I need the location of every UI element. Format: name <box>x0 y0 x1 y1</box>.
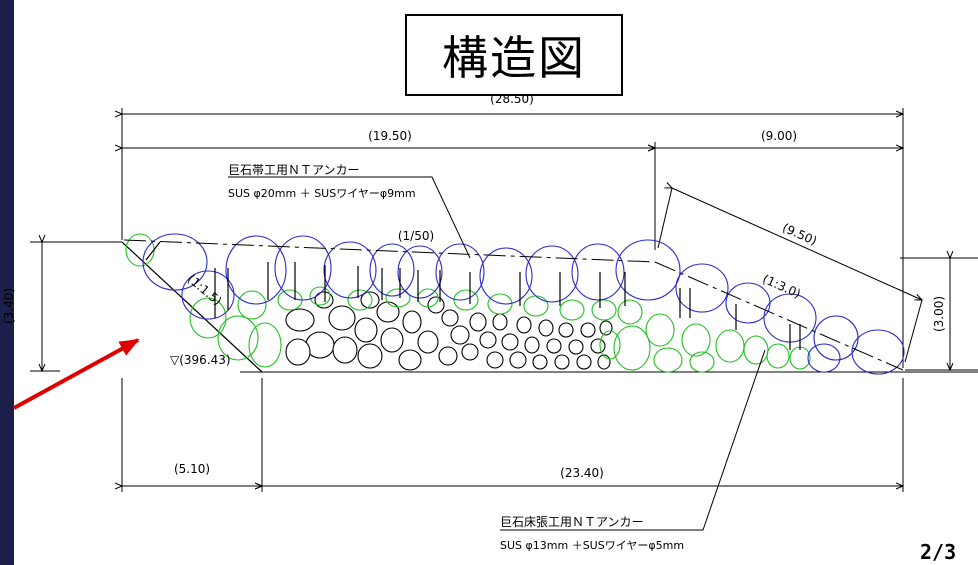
title-box: 構造図 <box>405 14 623 96</box>
back-slope-label: (1:3.0) <box>760 272 802 301</box>
upper-callout-line2: SUS φ20mm ＋ SUSワイヤーφ9mm <box>228 187 416 200</box>
slope-line <box>654 261 904 371</box>
elevation-label: ▽(396.43) <box>170 353 231 367</box>
middle-stones <box>125 233 811 373</box>
page-number: 2/3 <box>920 540 957 564</box>
dim-left-span: (19.50) <box>368 129 412 143</box>
dim-right-span: (9.00) <box>761 129 797 143</box>
lower-callout-line2: SUS φ13mm ＋SUSワイヤーφ5mm <box>500 539 684 552</box>
dim-right-height: (3.00) <box>932 296 946 332</box>
upper-boulders <box>142 233 905 375</box>
structure-body <box>121 233 978 375</box>
slide-title: 構造図 <box>442 31 586 85</box>
lower-callout-line1: 巨石床張工用ＮＴアンカー <box>500 515 644 529</box>
anchor-rods <box>145 241 801 350</box>
front-slope-label: (1:1.5) <box>185 272 225 309</box>
pointer-arrow <box>13 338 140 410</box>
dim-slope-length: (9.50) <box>780 221 819 248</box>
top-gradient-label: (1/50) <box>398 229 434 243</box>
upper-callout-line1: 巨石帯工用ＮＴアンカー <box>228 163 360 177</box>
dim-left-height: (3.40) <box>2 288 16 324</box>
dim-bottom-main: (23.40) <box>560 466 604 480</box>
dim-bottom-left: (5.10) <box>174 462 210 476</box>
top-gradient-line <box>123 239 656 263</box>
dimension-lines <box>30 108 978 492</box>
core-stones <box>285 291 613 371</box>
callout-leaders <box>228 176 766 531</box>
